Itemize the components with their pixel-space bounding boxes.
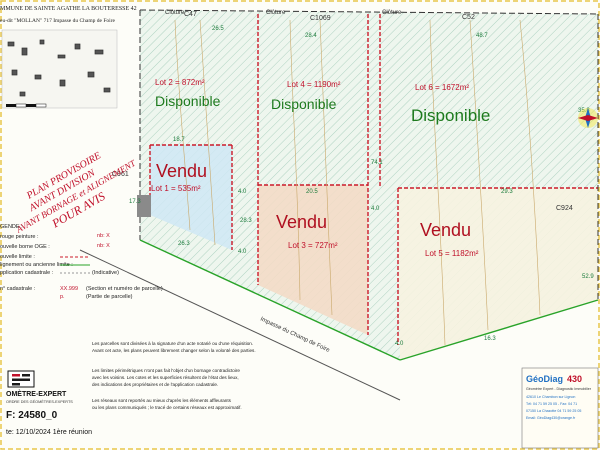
legend-item-6: n° cadastrale : — [0, 286, 36, 292]
dim-28-3: 28.3 — [240, 218, 252, 224]
dim-17-3: 17.3 — [129, 199, 141, 205]
parcel-c1069: C1069 — [310, 15, 331, 22]
footer-brand: OMÈTRE-EXPERT — [6, 389, 67, 398]
company-contacts: 42610 Le Chambon sur Lignon Tél: 04 71 5… — [526, 395, 581, 420]
dim-52-9: 52.9 — [582, 274, 594, 280]
note-5: des indications des propriétaires et de … — [92, 382, 218, 387]
contour-lines — [174, 19, 541, 346]
dim-16-3: 16.3 — [484, 336, 496, 342]
dim-29-3: 29.3 — [501, 189, 513, 195]
note-3: Les limites périmétriques n'ont pas fait… — [92, 368, 240, 373]
legend-section-code: XX.999 — [60, 286, 78, 292]
lot5-status: Vendu — [420, 220, 471, 240]
lot5-fill — [398, 188, 598, 360]
cloture-label-1: Clôture — [165, 10, 185, 16]
note-4: avec les voisins. Les cotes et les super… — [92, 375, 239, 380]
lot3-area: Lot 3 = 727m² — [288, 241, 338, 250]
legend: GENDE : rouge peinture : ouvelle borne O… — [0, 224, 163, 300]
lot3-fill — [258, 185, 368, 335]
parcel-c924: C924 — [556, 205, 573, 212]
lot1-fill — [150, 145, 232, 250]
lieu-dit: eu-dit "MOLLAN" 717 Impasse du Champ de … — [0, 18, 115, 24]
road-edge-north — [139, 239, 401, 361]
company-box — [521, 367, 599, 449]
dim-18-7: 18.7 — [173, 137, 185, 143]
dim-48-7: 48.7 — [476, 33, 488, 39]
company-num: 430 — [567, 374, 582, 384]
legend-item-2: ouvelle borne OGE : — [0, 244, 50, 250]
location-map — [1, 29, 118, 109]
location-map-parcels — [7, 39, 111, 97]
lot3-status: Vendu — [276, 212, 327, 232]
footer-date: te: 12/10/2024 1ère réunion — [6, 429, 92, 436]
lot5-area: Lot 5 = 1182m² — [425, 249, 479, 258]
lot4-area: Lot 4 = 1190m² — [287, 80, 341, 89]
lot1-area: Lot 1 = 535m² — [151, 184, 201, 193]
company-line-1: 42610 Le Chambon sur Lignon — [526, 395, 575, 399]
cloture-label-3: Clôture — [382, 10, 402, 16]
company-sub: Géomètre Expert - Diagnostic Immobilier — [526, 387, 592, 391]
lot4-status: Disponible — [271, 96, 337, 112]
road-edge-south — [79, 249, 401, 401]
note-2: Avant cet acte, les plans peuvent librem… — [92, 348, 256, 353]
parcel-c961: C961 — [112, 171, 129, 178]
dim-28-4: 28.4 — [305, 33, 317, 39]
existing-building — [137, 195, 151, 217]
lot-boundaries — [149, 14, 598, 345]
dim-4-0-a: 4.0 — [238, 189, 247, 195]
commune-title: MMUNE DE SAINTE AGATHE LA BOUTERESSE 42 — [0, 6, 137, 12]
company-line-3: 07150 La Chazotte 04 71 59 25 05 — [526, 409, 581, 413]
note-1: Les parcelles sont divisées à la signatu… — [92, 341, 253, 346]
legend-item-1: rouge peinture : — [0, 234, 39, 240]
lot2-status: Disponible — [155, 93, 221, 109]
dim-4-0-c: 4.0 — [371, 206, 380, 212]
geometre-expert-logo — [7, 370, 35, 388]
dim-4-0-b: 4.0 — [238, 249, 247, 255]
legend-item-4: lignement ou ancienne limite : — [0, 262, 73, 268]
company-line-2: Tél: 04 71 59 25 05 - Fax: 04 71 — [526, 402, 577, 406]
scale-bar — [6, 103, 47, 108]
dim-74-1: 74.1 — [371, 160, 383, 166]
legend-indicative: (Indicative) — [92, 270, 119, 276]
legend-nb-1: nb: X — [97, 233, 110, 239]
parcel-c52: C52 — [462, 14, 475, 21]
legend-item-5: pplication cadastrale : — [0, 270, 54, 276]
cloture-label-2: Clôture — [266, 10, 286, 16]
legend-section: (Section et numéro de parcelle) — [86, 286, 163, 292]
legend-part-code: p. — [60, 294, 65, 300]
lot2-area: Lot 2 = 872m² — [155, 78, 205, 87]
legend-title: GENDE : — [0, 224, 23, 230]
note-6: Les réseaux sont reportés au mieux d'apr… — [92, 398, 232, 403]
dim-26-3: 26.3 — [178, 241, 190, 247]
footer-ref: F: 24580_0 — [6, 410, 58, 421]
legend-nb-2: nb: X — [97, 243, 110, 249]
lot6-status: Disponible — [411, 106, 490, 125]
dim-26-5: 26.5 — [212, 26, 224, 32]
legend-part: (Partie de parcelle) — [86, 294, 133, 300]
dim-4-0-d: 4.0 — [395, 341, 404, 347]
company-name: GéoDiag — [526, 374, 563, 384]
parcel-c47: C47 — [184, 11, 197, 18]
legend-item-3: ouvelle limite : — [0, 254, 35, 260]
notes-block: Les parcelles sont divisées à la signatu… — [92, 341, 256, 410]
lot6-area: Lot 6 = 1672m² — [415, 83, 469, 92]
footer-brand-sub: ORDRE DES GÉOMÈTRES-EXPERTS — [6, 399, 73, 404]
company-line-4: Email: GéoDiag430@orange.fr — [526, 416, 576, 420]
road-edge-east — [399, 299, 599, 361]
dim-20-5: 20.5 — [306, 189, 318, 195]
note-7: ou les plans communiqués ; le tracé de c… — [92, 405, 242, 410]
lot1-status: Vendu — [156, 161, 207, 181]
provisional-stamp: PLAN PROVISOIRE AVANT DIVISION AVANT BOR… — [14, 150, 138, 235]
north-arrow-icon — [578, 108, 598, 128]
north-boundary — [139, 9, 599, 15]
